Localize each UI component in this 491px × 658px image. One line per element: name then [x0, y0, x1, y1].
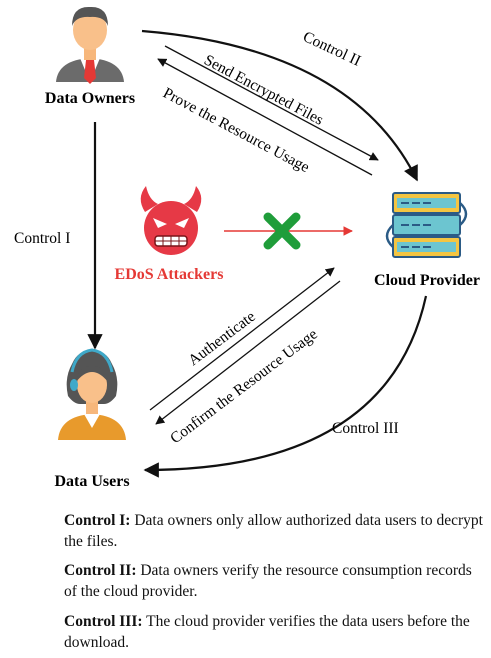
caption-control-1: Control I: Data owners only allow author…	[64, 510, 484, 552]
control-3-arrow	[143, 295, 428, 478]
control-2-label: Control II	[300, 28, 363, 69]
cross-mark-icon	[263, 212, 301, 250]
devil-face-icon	[140, 186, 202, 255]
send-files-arrow	[164, 45, 379, 161]
authenticate-arrow	[149, 267, 335, 411]
caption-control-3-label: Control III:	[64, 613, 143, 630]
confirm-usage-arrow	[155, 280, 341, 425]
cloud-provider-label: Cloud Provider	[374, 272, 480, 289]
caption-control-2-text: Data owners verify the resource consumpt…	[64, 562, 472, 600]
data-users-label: Data Users	[54, 473, 129, 490]
control-2-arrow	[141, 29, 418, 182]
woman-user-icon	[58, 348, 126, 440]
prove-usage-arrow	[157, 58, 373, 176]
caption-control-3-text: The cloud provider verifies the data use…	[64, 613, 470, 651]
edos-attackers-label: EDoS Attackers	[115, 266, 224, 283]
authenticate-label: Authenticate	[185, 308, 259, 369]
caption-control-3: Control III: The cloud provider verifies…	[64, 611, 484, 653]
server-stack-icon	[385, 192, 468, 258]
diagram: Data Owners Data Users Cloud Provider	[14, 6, 480, 490]
confirm-usage-label: Confirm the Resource Usage	[167, 326, 321, 448]
control-3-label: Control III	[332, 420, 399, 437]
caption-control-1-text: Data owners only allow authorized data u…	[64, 512, 483, 550]
caption-control-2-label: Control II:	[64, 562, 137, 579]
businessman-icon	[56, 6, 124, 84]
caption-control-2: Control II: Data owners verify the resou…	[64, 560, 484, 602]
control-1-label: Control I	[14, 230, 70, 247]
data-owners-label: Data Owners	[45, 90, 135, 107]
caption-control-1-label: Control I:	[64, 512, 131, 529]
